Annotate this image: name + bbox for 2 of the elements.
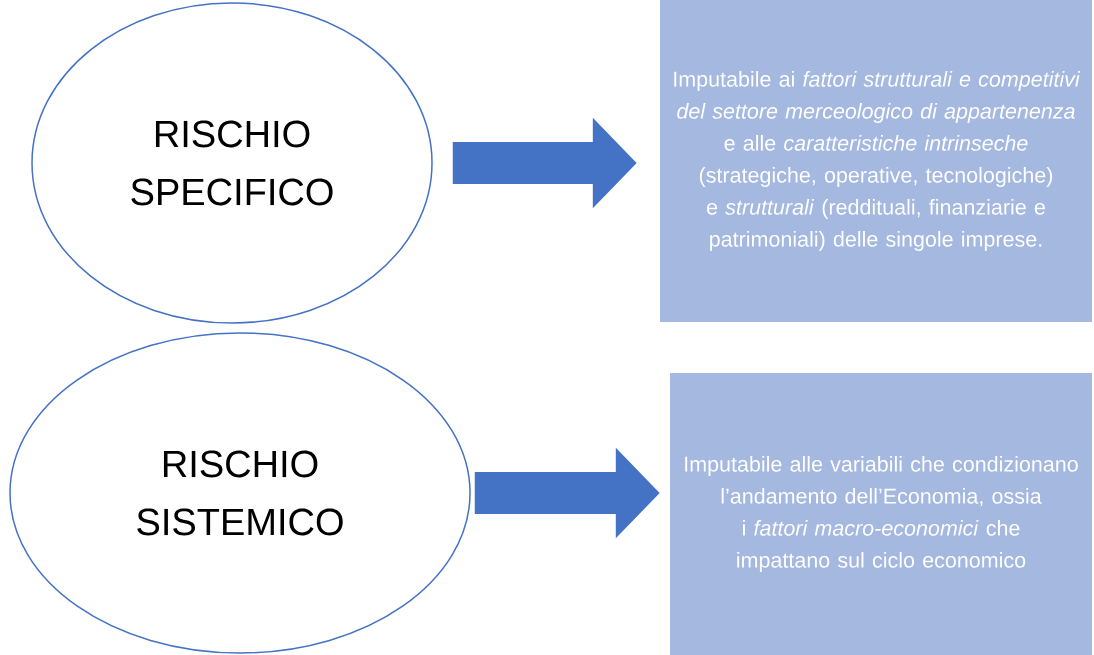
text-box: Imputabile ai fattori strutturali e competitivi del settore merceologico di appartenenza e alle caratteristiche intrinseche (strategiche, operative, tecnologiche) e strutturali (reddituali, finanziarie e patrimoniali) delle singole imprese.: [660, 0, 1092, 322]
text-box: Imputabile alle variabili che condizionano l’andamento dell’Economia, ossia i fattori macro-economici che impattano sul ciclo economico: [670, 373, 1092, 655]
